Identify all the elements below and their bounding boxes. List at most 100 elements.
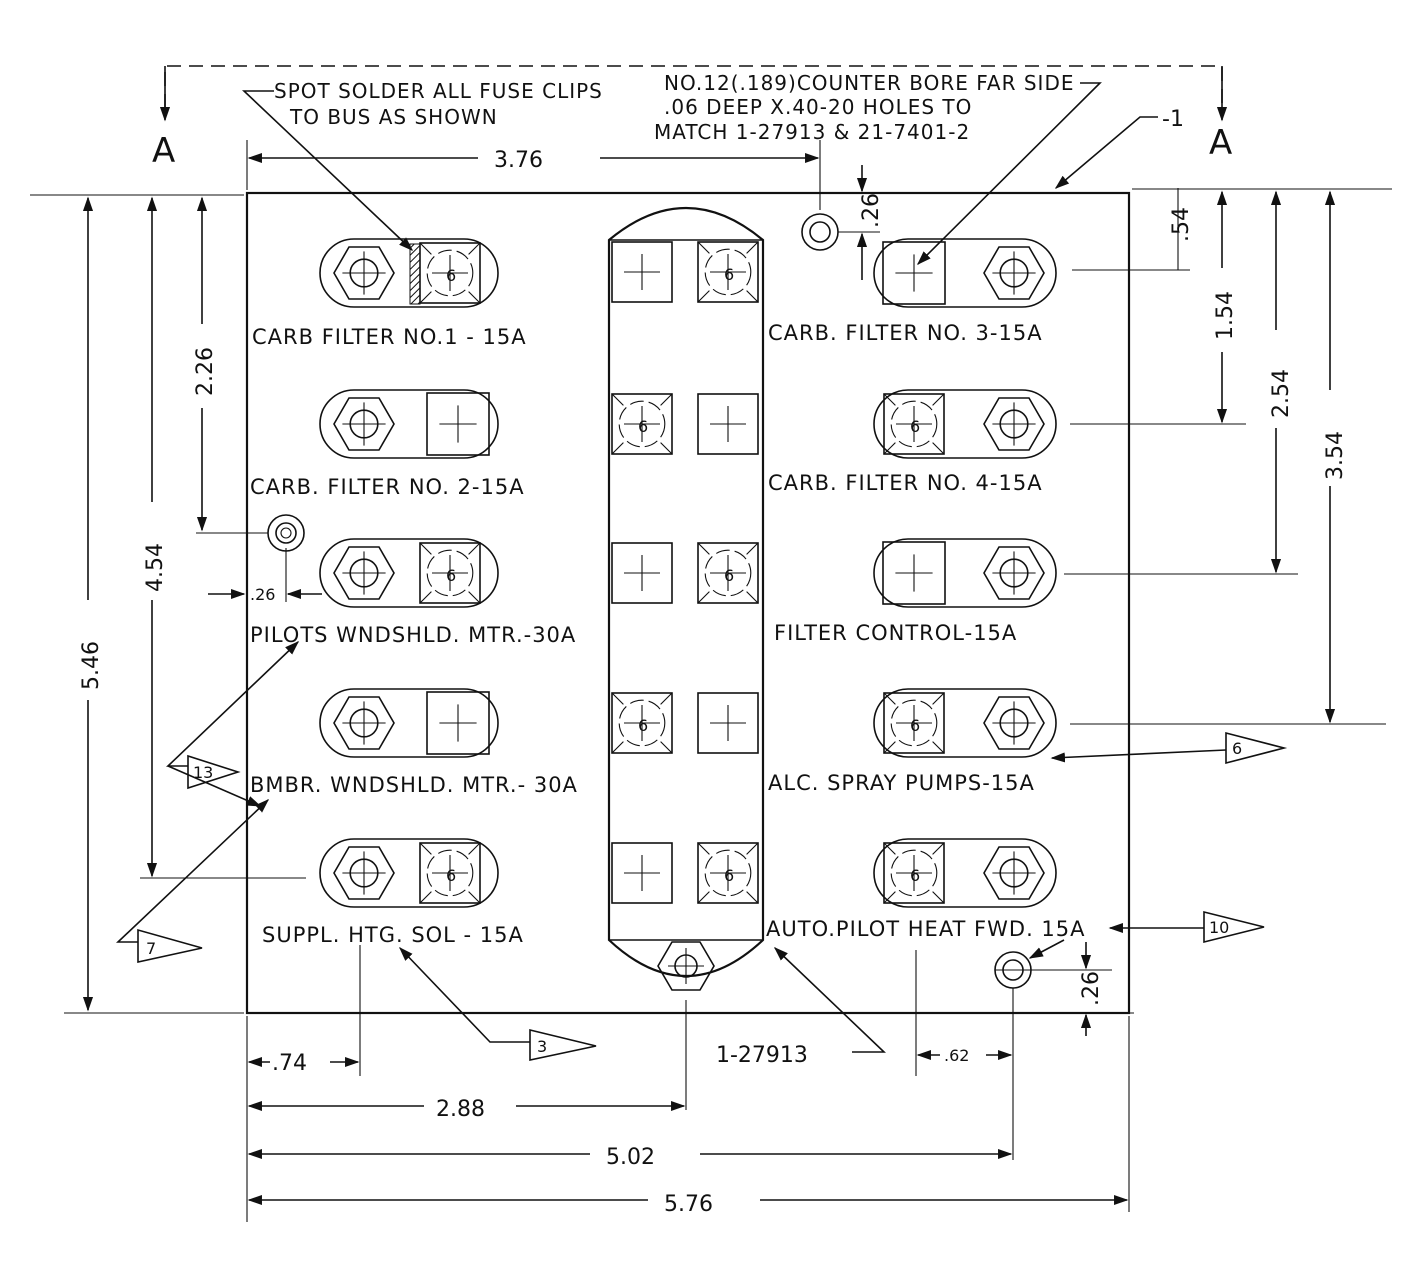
fuse-label-right-2: CARB. FILTER NO. 4-15A	[768, 471, 1043, 495]
fuse-clip-right-1	[873, 238, 1057, 308]
dim-454-text: 4.54	[143, 543, 168, 592]
dim-top-376: 3.76	[246, 140, 821, 210]
dim-bottom-288: 2.88	[247, 1000, 687, 1122]
section-mark-right: A	[1209, 123, 1232, 163]
flag-note-10: 10	[1028, 910, 1265, 959]
fuse-label-left-3: PILOTS WNDSHLD. MTR.-30A	[250, 623, 576, 647]
dim-left-546: 5.46	[79, 196, 104, 1012]
flag-note-3: 3	[399, 946, 597, 1061]
bus-ref-label: 1-27913	[716, 1043, 808, 1068]
clip-mark: 6	[910, 417, 920, 436]
dim-bottom-502: 5.02	[247, 1145, 1013, 1170]
bus-terminal-left-5	[611, 842, 673, 904]
note-solder: SPOT SOLDER ALL FUSE CLIPS TO BUS AS SHO…	[241, 79, 603, 251]
flag-6-number: 6	[1232, 739, 1242, 758]
note-solder-line-1: SPOT SOLDER ALL FUSE CLIPS	[274, 79, 603, 103]
mounting-hole-left	[267, 514, 305, 552]
fuse-label-right-5: AUTO.PILOT HEAT FWD. 15A	[766, 917, 1086, 941]
dim-226-text: 2.26	[193, 347, 218, 396]
dim-bottom-62: .62	[915, 950, 1014, 1160]
dim-right-354: 3.54	[1070, 190, 1386, 725]
clip-mark: 6	[446, 566, 456, 585]
clip-mark: 6	[446, 866, 456, 885]
clip-mark: 6	[724, 866, 734, 885]
clip-mark: 6	[910, 866, 920, 885]
fuse-clip-left-1: 6	[319, 238, 499, 308]
flag-3-number: 3	[537, 1037, 547, 1056]
dim-top-26-text: .26	[859, 193, 884, 228]
note-counterbore-line-3: MATCH 1-27913 & 21-7401-2	[654, 120, 970, 144]
bus-terminal-left-3	[611, 542, 673, 604]
dim-74-text: .74	[272, 1051, 307, 1076]
flag-13-number: 13	[193, 763, 213, 782]
mounting-hole-top	[801, 213, 839, 251]
dim-bottom-576: 5.76	[247, 1192, 1129, 1217]
fuse-label-left-4: BMBR. WNDSHLD. MTR.- 30A	[250, 773, 578, 797]
note-part-ref: -1	[1054, 107, 1184, 189]
note-counterbore-line-2: .06 DEEP X.40-20 HOLES TO	[664, 95, 972, 119]
dim-right-154: 1.54	[1070, 190, 1246, 425]
bus-terminal-right-2	[697, 393, 759, 455]
fuse-clip-left-3: 6	[319, 538, 499, 608]
fuse-clip-right-5: 6	[873, 838, 1057, 908]
dim-546-text: 5.46	[79, 641, 104, 690]
dim-154-text: 1.54	[1213, 291, 1238, 340]
bus-terminal-left-2: 6	[611, 393, 673, 455]
part-ref-label: -1	[1162, 107, 1184, 132]
flag-note-7: 7	[115, 799, 270, 963]
section-mark-left: A	[152, 131, 175, 171]
fuse-clip-right-4: 6	[873, 688, 1057, 758]
fuse-label-left-1: CARB FILTER NO.1 - 15A	[252, 325, 527, 349]
fuse-clip-left-4	[319, 688, 499, 758]
bus-bar	[607, 206, 765, 978]
bus-terminal-right-1: 6	[697, 241, 759, 303]
bus-terminal-right-4	[697, 692, 759, 754]
clip-mark: 6	[724, 566, 734, 585]
bus-terminal-right-3: 6	[697, 542, 759, 604]
bus-terminal-left-4: 6	[611, 692, 673, 754]
clip-mark: 6	[638, 417, 648, 436]
dim-576-text: 5.76	[664, 1192, 713, 1217]
flag-10-number: 10	[1209, 918, 1229, 937]
fuse-clip-left-5: 6	[319, 838, 499, 908]
bus-terminals: 6 6 6 6 6	[611, 241, 759, 904]
dim-right-54: .54	[1072, 188, 1194, 271]
dim-bottom-right-26: .26	[1079, 942, 1134, 1036]
bus-terminal-right-5: 6	[697, 842, 759, 904]
dim-354-text: 3.54	[1323, 431, 1348, 480]
dim-bottom-74: .74	[247, 945, 361, 1076]
flag-7-number: 7	[146, 939, 156, 958]
note-solder-line-2: TO BUS AS SHOWN	[289, 105, 498, 129]
dim-376-text: 3.76	[494, 148, 543, 173]
dim-top-26: .26	[838, 165, 884, 280]
dim-left-454: 4.54	[140, 196, 306, 879]
fuse-clip-right-2: 6	[873, 389, 1057, 459]
dim-54-text: .54	[1169, 207, 1194, 242]
dim-br-26-text: .26	[1079, 971, 1104, 1006]
dim-left-226: 2.26	[193, 196, 268, 534]
section-line-a-a: A A	[152, 65, 1232, 171]
dim-288-text: 2.88	[436, 1097, 485, 1122]
dim-502-text: 5.02	[606, 1145, 655, 1170]
dim-254-text: 2.54	[1269, 369, 1294, 418]
flag-note-6: 6	[1050, 731, 1288, 765]
fuse-label-left-5: SUPPL. HTG. SOL - 15A	[262, 923, 524, 947]
note-bus-ref: 1-27913	[716, 947, 886, 1068]
fuse-label-right-1: CARB. FILTER NO. 3-15A	[768, 321, 1043, 345]
fuse-label-right-3: FILTER CONTROL-15A	[774, 621, 1017, 645]
dim-right-254: 2.54	[1064, 190, 1298, 575]
note-counterbore: NO.12(.189)COUNTER BORE FAR SIDE .06 DEE…	[654, 71, 1102, 266]
dim-left-26-text: .26	[250, 585, 275, 604]
bus-terminal-left-1	[611, 241, 673, 303]
fuse-clips: 6 6 6 6 6 6	[319, 238, 1057, 908]
panel-outline	[245, 191, 1131, 1015]
clip-mark: 6	[724, 265, 734, 284]
clip-mark: 6	[638, 716, 648, 735]
fuse-label-left-2: CARB. FILTER NO. 2-15A	[250, 475, 525, 499]
flag-note-13: 13	[166, 641, 300, 807]
note-counterbore-line-1: NO.12(.189)COUNTER BORE FAR SIDE	[664, 71, 1075, 95]
clip-mark: 6	[446, 266, 456, 285]
fuse-clip-right-3	[873, 538, 1057, 608]
clip-mark: 6	[910, 716, 920, 735]
